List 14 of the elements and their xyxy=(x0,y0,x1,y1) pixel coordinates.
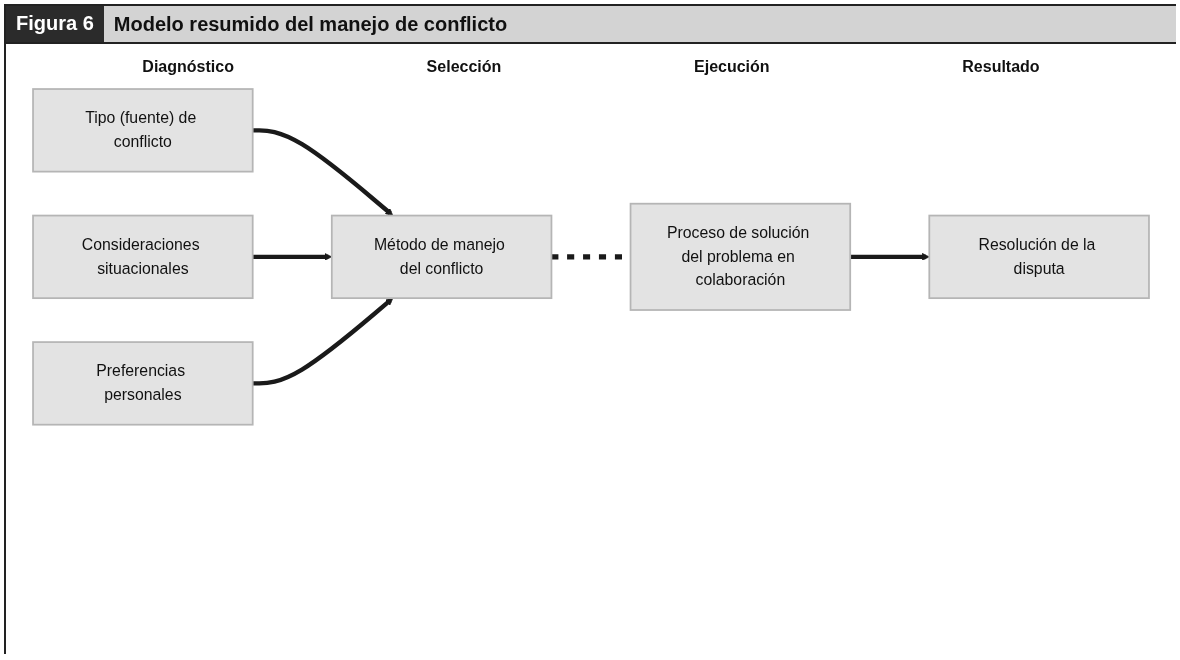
node-box: Tipo (fuente) de conflicto xyxy=(32,88,254,173)
node-box: Resolución de la disputa xyxy=(928,214,1150,300)
title: Modelo resumido del manejo de conflicto xyxy=(112,12,508,36)
column-heading: Ejecución xyxy=(694,58,770,76)
node-box: Método de manejo del conflicto xyxy=(330,214,553,300)
node-box: Preferencias personales xyxy=(32,341,254,426)
figure-number: Figura 6 xyxy=(6,6,104,42)
column-heading: Resultado xyxy=(962,58,1040,76)
arrow xyxy=(850,253,930,261)
column-heading: Selección xyxy=(426,58,502,76)
node-box: Consideraciones situacionales xyxy=(32,214,254,300)
arrow xyxy=(252,128,394,216)
arrow xyxy=(252,297,394,386)
node-box: Proceso de solución del problema en colaboración xyxy=(629,202,852,311)
